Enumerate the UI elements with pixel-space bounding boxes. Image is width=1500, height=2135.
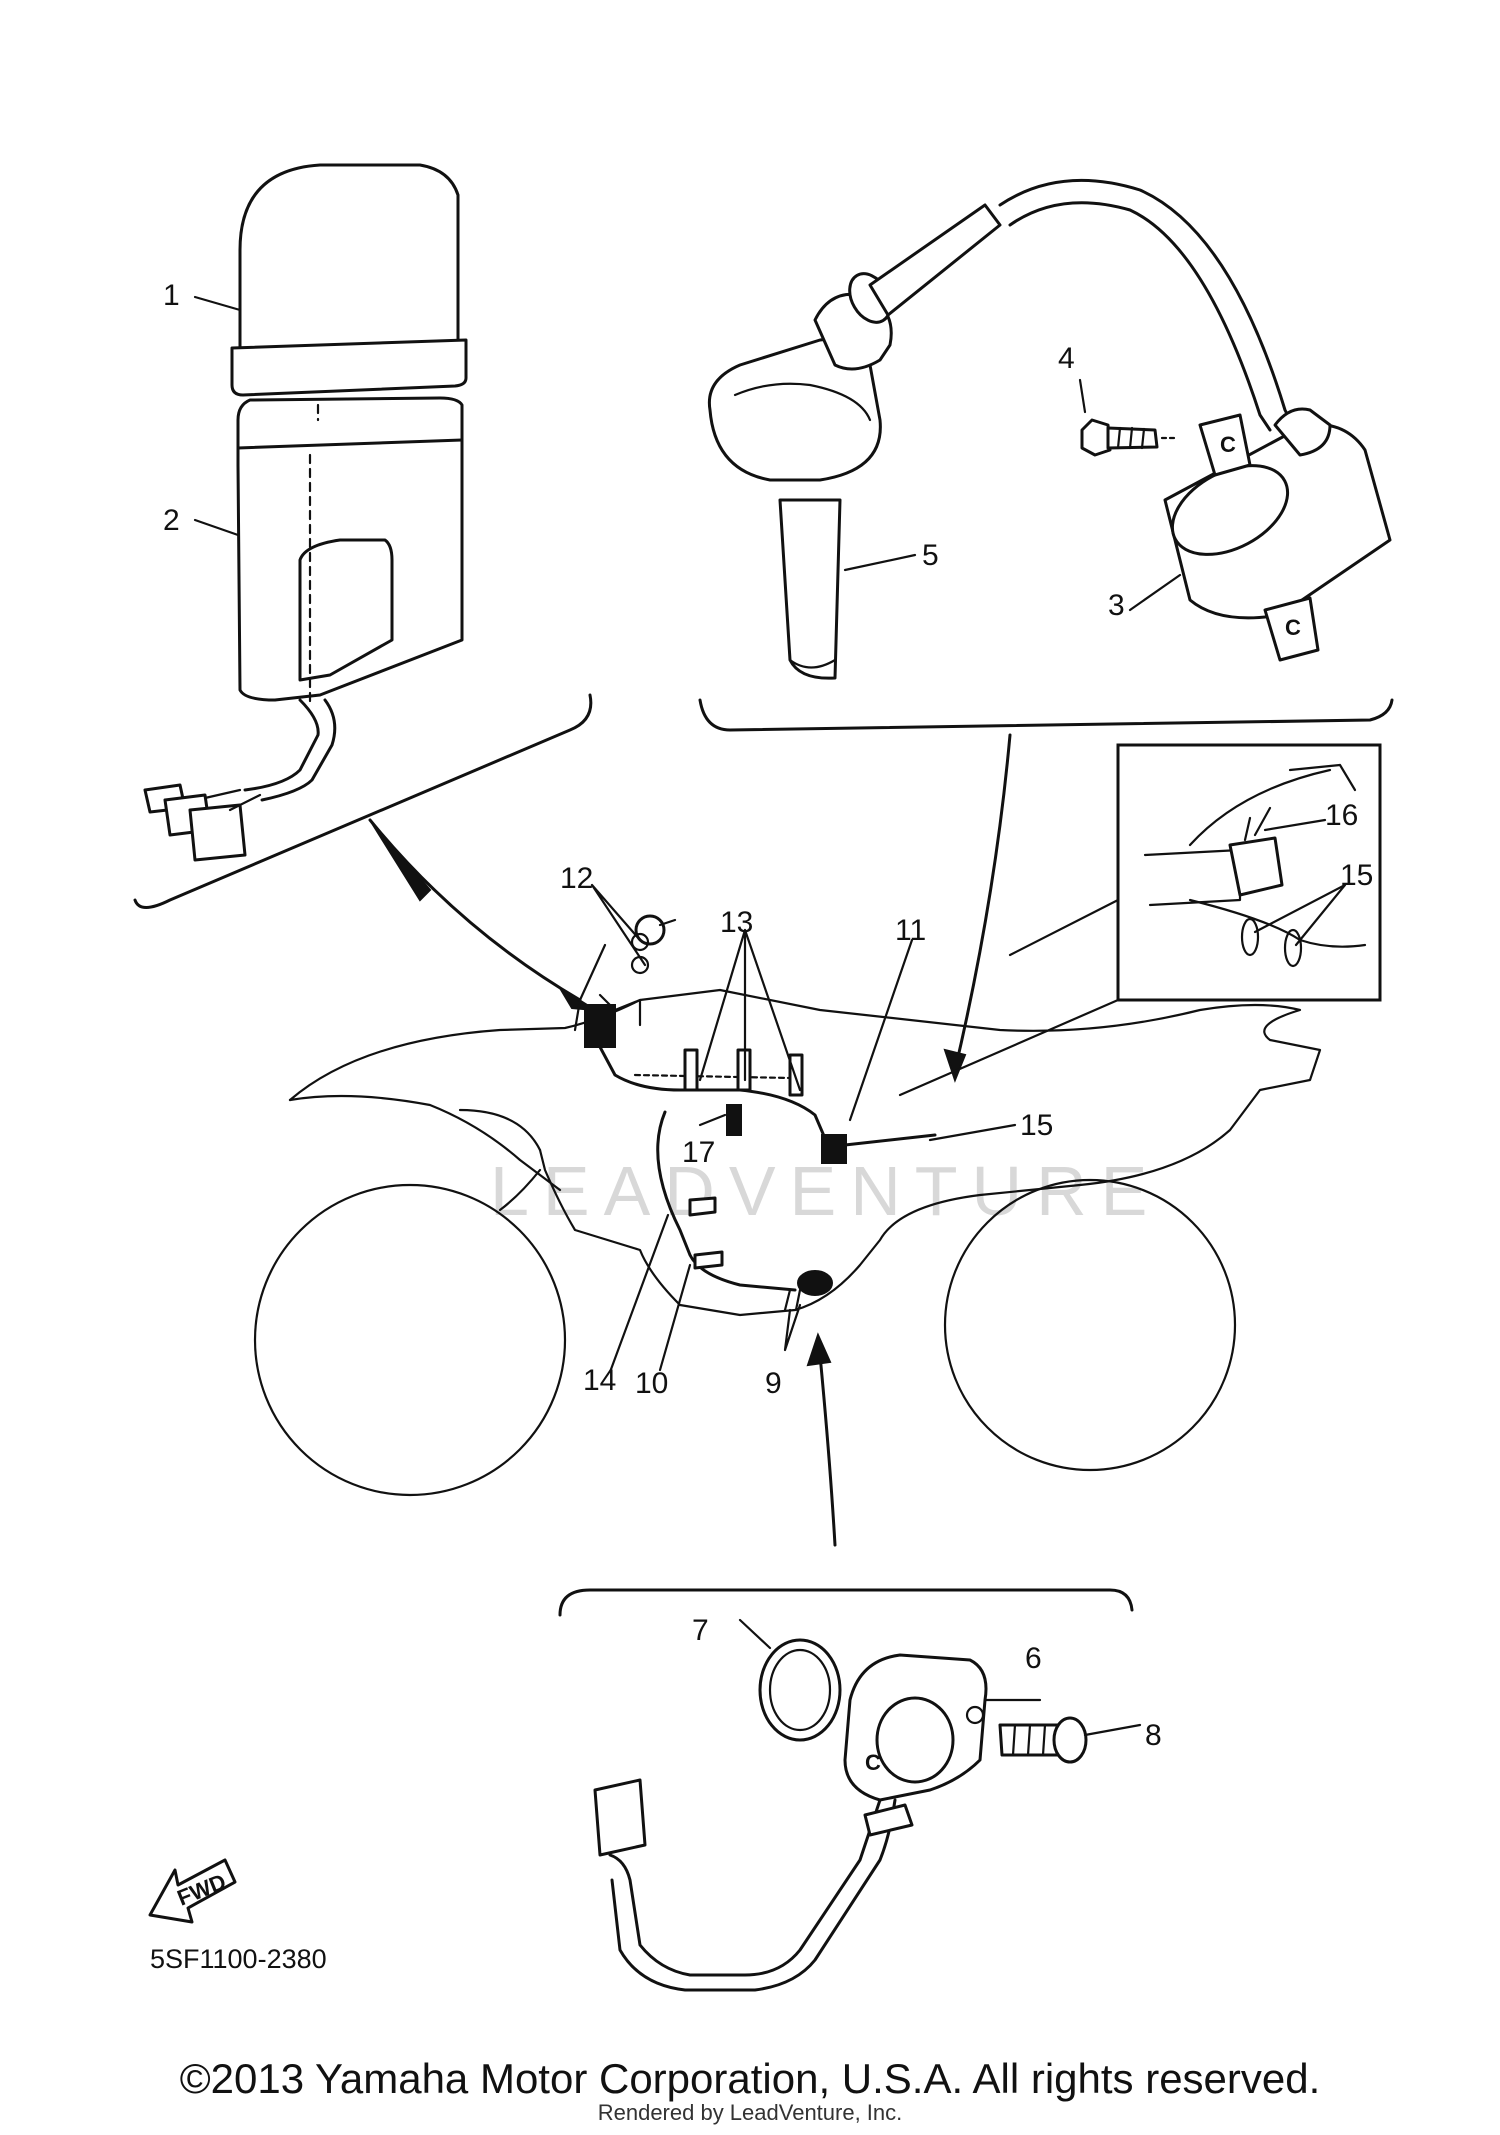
wire-harness xyxy=(573,914,937,1312)
callout-15-inset: 15 xyxy=(1340,859,1373,892)
callout-13: 13 xyxy=(720,906,753,939)
inset-detail xyxy=(898,743,1382,1097)
callout-15: 15 xyxy=(1020,1109,1053,1142)
callout-7: 7 xyxy=(692,1614,709,1647)
copyright-notice: ©2013 Yamaha Motor Corporation, U.S.A. A… xyxy=(179,2055,1321,2102)
diagram-code: 5SF1100-2380 xyxy=(150,1944,327,1974)
leader-lines xyxy=(193,295,1347,1737)
fwd-arrow: FWD xyxy=(148,1858,237,1924)
callout-1: 1 xyxy=(163,279,180,312)
watermark: LEADVENTURE xyxy=(490,1152,1161,1230)
callout-5: 5 xyxy=(922,539,939,572)
callout-numbers: 1 2 3 4 5 6 7 8 9 10 11 12 13 14 15 16 1… xyxy=(163,279,1373,1752)
coil-letter-top: C xyxy=(1220,432,1236,457)
callout-11: 11 xyxy=(895,914,926,947)
callout-17: 17 xyxy=(682,1136,715,1169)
callout-3: 3 xyxy=(1108,589,1125,622)
motorcycle-outline xyxy=(253,988,1322,1497)
callout-8: 8 xyxy=(1145,1719,1162,1752)
callout-4: 4 xyxy=(1058,342,1075,375)
sensor-letter: C xyxy=(865,1750,881,1775)
callout-12: 12 xyxy=(560,862,593,895)
callout-14: 14 xyxy=(583,1364,616,1397)
coil-letter-bottom: C xyxy=(1285,615,1301,640)
callout-10: 10 xyxy=(635,1367,668,1400)
sensor-drawing: C xyxy=(558,1332,1134,1992)
callout-16: 16 xyxy=(1325,799,1358,832)
ignition-coil-drawing: C C xyxy=(698,178,1394,1083)
cdi-unit-drawing xyxy=(133,163,596,1011)
rendered-by: Rendered by LeadVenture, Inc. xyxy=(597,2100,903,2125)
callout-6: 6 xyxy=(1025,1642,1042,1675)
callout-2: 2 xyxy=(163,504,180,537)
callout-9: 9 xyxy=(765,1367,782,1400)
